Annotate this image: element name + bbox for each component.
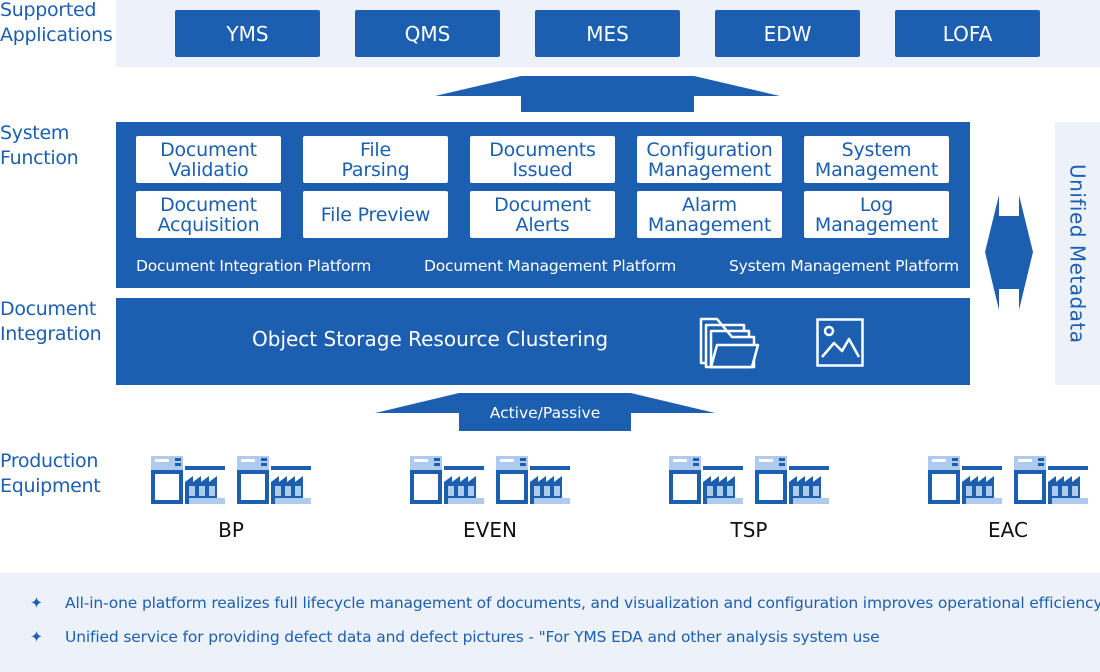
- app-mes[interactable]: MES: [535, 10, 680, 57]
- row-label-applications: Supported Applications: [0, 0, 113, 46]
- note-item: ✦ All-in-one platform realizes full lifec…: [30, 594, 1100, 612]
- func-document-acquisition[interactable]: Document Acquisition: [136, 191, 281, 238]
- equipment-label-bp: BP: [218, 518, 244, 542]
- row-label-function: System Function: [0, 122, 79, 169]
- func-document-validation[interactable]: Document Validatio: [136, 136, 281, 183]
- storage-panel: Object Storage Resource Clustering: [116, 298, 970, 385]
- factory-equipment-icon: [928, 456, 1088, 504]
- note-text: Unified service for providing defect dat…: [65, 628, 880, 646]
- note-text: All-in-one platform realizes full lifecy…: [65, 594, 1100, 612]
- app-qms[interactable]: QMS: [355, 10, 500, 57]
- equipment-group-even: [410, 452, 570, 510]
- func-file-parsing[interactable]: File Parsing: [303, 136, 448, 183]
- app-yms[interactable]: YMS: [175, 10, 320, 57]
- storage-label: Object Storage Resource Clustering: [252, 327, 609, 351]
- equipment-label-even: EVEN: [463, 518, 517, 542]
- sparkle-icon: ✦: [30, 594, 43, 612]
- equipment-label-eac: EAC: [988, 518, 1028, 542]
- func-system-management[interactable]: System Management: [804, 136, 949, 183]
- folder-stack-icon: [699, 317, 760, 369]
- equipment-label-tsp: TSP: [730, 518, 768, 542]
- factory-equipment-icon: [669, 456, 829, 504]
- app-lofa[interactable]: LOFA: [895, 10, 1040, 57]
- platform-system-management: System Management Platform: [729, 257, 959, 275]
- image-icon: [816, 318, 864, 367]
- platform-document-integration: Document Integration Platform: [136, 257, 372, 275]
- row-label-equipment: Production Equipment: [0, 450, 101, 497]
- equipment-group-bp: [151, 452, 311, 510]
- equipment-group-eac: [928, 452, 1088, 510]
- metadata-band: [1055, 122, 1100, 385]
- func-document-alerts[interactable]: Document Alerts: [470, 191, 615, 238]
- system-function-panel: Document Validatio File Parsing Document…: [116, 122, 970, 288]
- platform-document-management: Document Management Platform: [424, 257, 677, 275]
- factory-equipment-icon: [151, 456, 311, 504]
- equipment-group-tsp: [669, 452, 829, 510]
- factory-equipment-icon: [410, 456, 570, 504]
- func-documents-issued[interactable]: Documents Issued: [470, 136, 615, 183]
- func-log-management[interactable]: Log Management: [804, 191, 949, 238]
- double-arrow-icon: [985, 195, 1033, 310]
- metadata-label: Unified Metadata: [1065, 163, 1090, 344]
- active-passive-label: Active/Passive: [489, 404, 601, 422]
- notes-panel: ✦ All-in-one platform realizes full lifec…: [0, 573, 1100, 672]
- func-configuration-management[interactable]: Configuration Management: [637, 136, 782, 183]
- func-file-preview[interactable]: File Preview: [303, 191, 448, 238]
- row-label-integration: Document Integration: [0, 298, 102, 345]
- up-arrow-icon: [435, 76, 780, 112]
- note-item: ✦ Unified service for providing defect da…: [30, 628, 880, 646]
- func-alarm-management[interactable]: Alarm Management: [637, 191, 782, 238]
- up-arrow-icon: [375, 393, 715, 431]
- app-edw[interactable]: EDW: [715, 10, 860, 57]
- sparkle-icon: ✦: [30, 628, 43, 646]
